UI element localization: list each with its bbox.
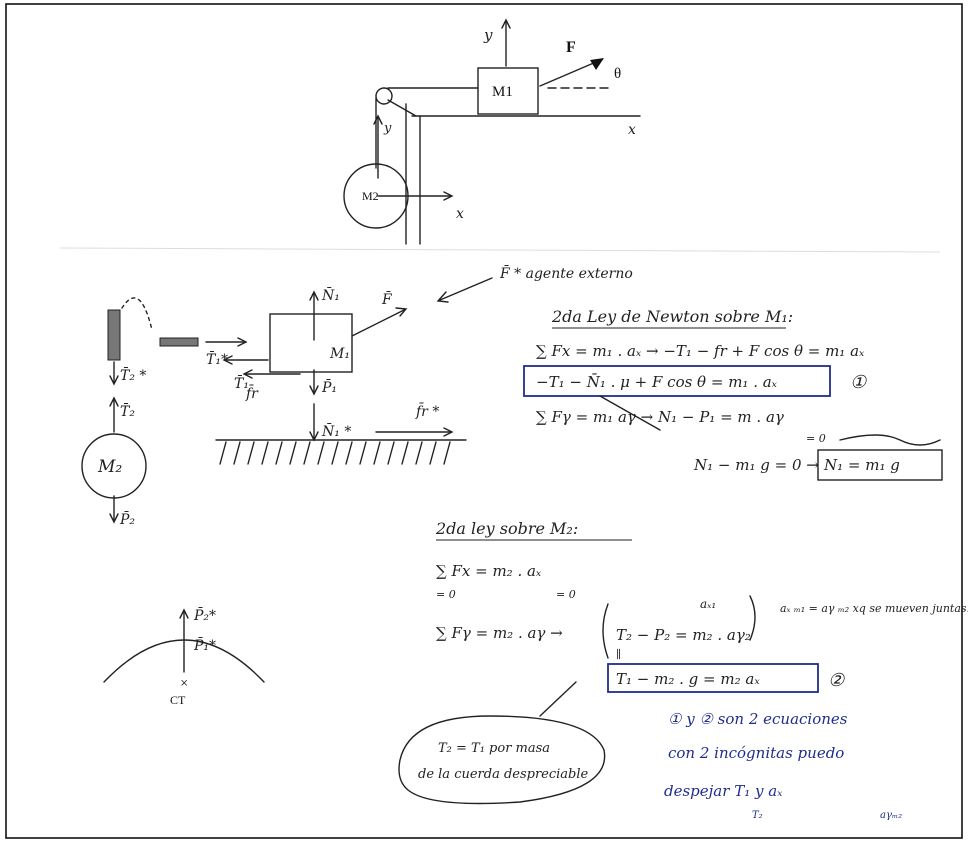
axis-y-left-label: y [383, 121, 392, 136]
n1-derivation: N₁ − m₁ g = 0 → [693, 456, 819, 474]
m1-eq1-box [523, 365, 831, 397]
p2-arrowhead [109, 513, 119, 524]
m2-zero-right: = 0 [556, 588, 576, 601]
n1-callout-curve [839, 434, 941, 446]
t2-star-arrowhead [109, 375, 119, 386]
conclusion-line3: despejar T₁ y aₓ [664, 782, 783, 800]
system-bracket-right [749, 595, 756, 641]
fr-arrowhead [242, 369, 253, 379]
rope-segment-vertical [107, 309, 121, 361]
t1-label: T̄₁ [234, 374, 249, 392]
n1-result: N₁ = m₁ g [823, 456, 900, 474]
conclusion-sub-aym2: aγₘ₂ [880, 810, 902, 821]
fbd-m2-label: M₂ [97, 457, 122, 477]
conclusion-line1: ① y ② son 2 ecuaciones [668, 710, 848, 728]
n1-result-box [817, 449, 943, 481]
bubble-outline [398, 715, 606, 805]
t2-star-label: T̄₂ * [120, 366, 146, 384]
earth-p2-label: P̄₂* [193, 606, 216, 624]
fbd-force-arrow [351, 309, 405, 337]
t2-arrowhead [109, 396, 119, 407]
free-body-diagrams: M₁ N̄₁ F̄ T̄₁ f̄r P̄₁ N̄₁ * f̄r * T̄₁* T… [81, 264, 633, 528]
pulley-brace [387, 99, 417, 117]
axis-y-top-label: y [483, 26, 493, 44]
earth-diagram: P̄₂* P̄₁* × CT [103, 606, 265, 707]
earth-arrowhead [179, 608, 189, 619]
m2-label: M2 [362, 189, 379, 203]
fr-label: f̄r [245, 384, 259, 402]
m2-zero-left: = 0 [436, 588, 456, 601]
axis-x-top-label: x [628, 122, 636, 138]
bubble-line2: de la cuerda despreciable [418, 767, 589, 782]
fbd-m1-block [269, 313, 353, 373]
ay-zero-note: = 0 [806, 432, 826, 445]
m2-equations: 2da ley sobre M₂: ∑ Fx = m₂ . aₓ = 0 = 0… [435, 519, 968, 693]
fbd-m1-label: M₁ [329, 346, 350, 362]
angle-label: θ [614, 66, 621, 82]
m1-label: M1 [492, 84, 513, 100]
m2-sum-fx: ∑ Fx = m₂ . aₓ [436, 562, 542, 580]
earth-ct-label: CT [170, 693, 186, 707]
section-divider [59, 247, 941, 253]
eq1-marker: ① [850, 372, 867, 393]
fr-star-label: f̄r * [415, 402, 439, 420]
conclusion: ① y ② son 2 ecuaciones con 2 incógnitas … [664, 710, 902, 821]
p1-label: P̄₁ [321, 378, 337, 396]
m2-eq-mark: ∥ [616, 648, 621, 661]
axis-x-bottom-arrowhead [443, 191, 454, 201]
t1-star-label: T̄₁* [206, 350, 228, 368]
eq2-marker: ② [828, 670, 845, 691]
axis-y-top-arrowhead [501, 18, 511, 29]
p2-label: P̄₂ [119, 510, 135, 528]
t2-label: T̄₂ [120, 402, 135, 420]
top-diagram: M1 F θ y x M2 y x [343, 18, 641, 245]
m2-sum-fy: ∑ Fγ = m₂ . aγ → [436, 624, 563, 642]
n1-arrowhead [309, 290, 319, 301]
p1-arrowhead [309, 385, 319, 396]
force-label: F [566, 39, 576, 56]
m1-sum-fx: ∑ Fx = m₁ . aₓ → −T₁ − fr + F cos θ = m₁… [536, 342, 865, 360]
axis-x-bottom-label: x [456, 206, 464, 222]
n1-back-reference-arrow [599, 395, 661, 431]
m2-t2-p2: T₂ − P₂ = m₂ . aγ₂ [616, 626, 751, 644]
t1-star-arrowhead [237, 337, 248, 347]
bubble-note: T₂ = T₁ por masa de la cuerda despreciab… [398, 681, 606, 805]
fbd-force-arrowhead [395, 307, 408, 317]
m1-heading: 2da Ley de Newton sobre M₁: [551, 307, 793, 326]
m1-sum-fy: ∑ Fγ = m₁ aγ → N₁ − P₁ = m . aγ [536, 408, 784, 426]
fr-star-arrowhead [443, 427, 454, 437]
bubble-pointer [539, 681, 577, 717]
t1-arrowhead [222, 355, 233, 365]
m1-equations: 2da Ley de Newton sobre M₁: ∑ Fx = m₁ . … [523, 307, 943, 481]
rope-dotted-curve [121, 297, 153, 331]
floor-hatching [219, 441, 451, 465]
agent-note: F̄ * agente externo [499, 264, 633, 282]
m1-block [477, 67, 539, 115]
force-arrow [539, 61, 597, 87]
system-bracket-left [602, 603, 609, 659]
bubble-line1: T₂ = T₁ por masa [438, 741, 550, 756]
axis-y-left-arrowhead [373, 114, 383, 125]
pulley [375, 87, 393, 105]
m2-ax1: aₓ₁ [700, 597, 716, 611]
conclusion-sub-t2: T₂ [752, 810, 763, 821]
earth-center-mark: × [180, 678, 188, 689]
m2-boxed-eq2: T₁ − m₂ . g = m₂ aₓ [616, 670, 760, 688]
agent-pointer-arrowhead [436, 291, 449, 303]
m2-heading: 2da ley sobre M₂: [435, 519, 578, 538]
page-border [5, 3, 963, 839]
n1-star-label: N̄₁ * [321, 422, 351, 440]
same-acc-note: aₓ ₘ₁ = aγ ₘ₂ xq se mueven juntas. [780, 602, 968, 615]
m2-eq2-box [607, 663, 819, 693]
n1-label: N̄₁ [321, 286, 340, 304]
m1-boxed-eq1: −T₁ − N̄₁ . μ + F cos θ = m₁ . aₓ [536, 373, 778, 391]
agent-pointer-arrow [439, 277, 493, 301]
conclusion-line2: con 2 incógnitas puedo [668, 744, 844, 762]
earth-p1-label: P̄₁* [193, 636, 216, 654]
rope-segment-horizontal [159, 337, 199, 347]
fbd-force-label: F̄ [381, 290, 393, 308]
force-arrowhead [590, 58, 604, 70]
